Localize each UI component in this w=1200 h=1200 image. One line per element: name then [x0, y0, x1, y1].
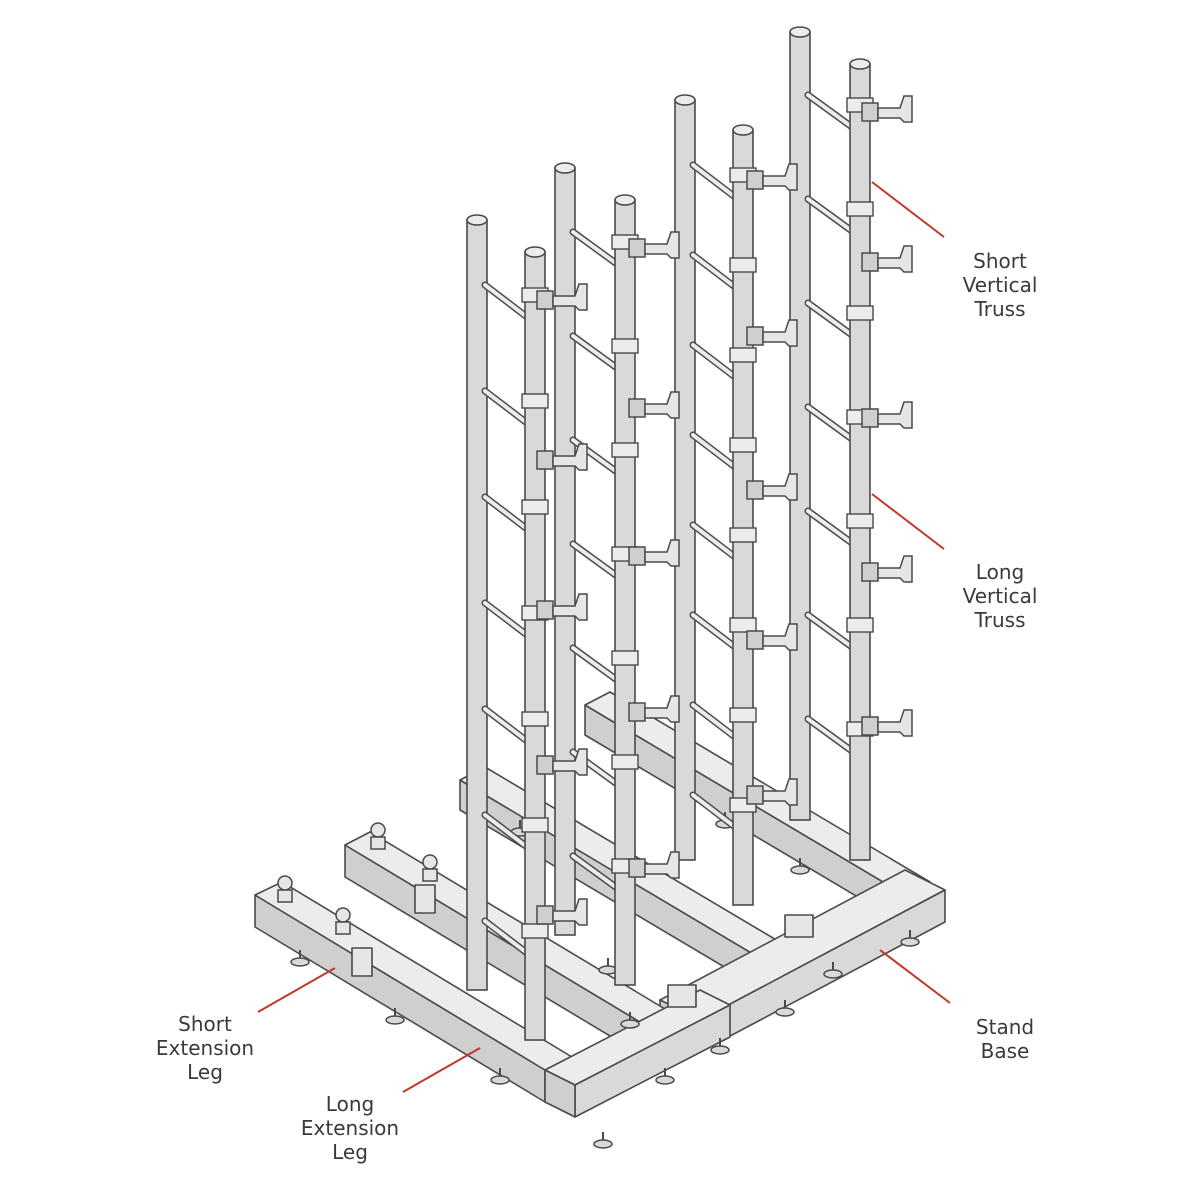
label-stand-base: Stand Base — [975, 1015, 1035, 1063]
vertical-trusses — [466, 26, 913, 1041]
label-long-extension-leg: Long Extension Leg — [300, 1092, 400, 1164]
leader-long-vertical-truss — [871, 493, 945, 550]
truss-long-rear-front-pipe-cap — [732, 124, 754, 136]
leader-stand-base — [879, 949, 951, 1004]
base-clamps — [277, 822, 438, 935]
stand-base — [254, 691, 946, 1118]
truss-short-rear-back-pipe-cap — [789, 26, 811, 38]
leader-short-vertical-truss — [871, 181, 945, 238]
truss-long-rear-back-pipe-cap — [674, 94, 696, 106]
truss-long-front-front-pipe-cap — [524, 246, 546, 258]
truss-short-front-back-pipe-cap — [554, 162, 576, 174]
leader-short-extension-leg — [257, 967, 336, 1013]
truss-short-rear-front-pipe — [849, 63, 871, 861]
label-short-vertical-truss: Short Vertical Truss — [962, 249, 1038, 321]
leader-lines — [257, 181, 951, 1093]
label-long-vertical-truss: Long Vertical Truss — [962, 560, 1038, 632]
truss-long-front-back-pipe-cap — [466, 214, 488, 226]
truss-long-rear-back-pipe — [674, 99, 696, 861]
truss-short-front-front-pipe-cap — [614, 194, 636, 206]
truss-short-rear-back-pipe — [789, 31, 811, 821]
truss-short-front-back-pipe — [554, 167, 576, 936]
truss-short-rear-front-pipe-cap — [849, 58, 871, 70]
leader-long-extension-leg — [402, 1047, 481, 1093]
label-short-extension-leg: Short Extension Leg — [155, 1012, 255, 1084]
